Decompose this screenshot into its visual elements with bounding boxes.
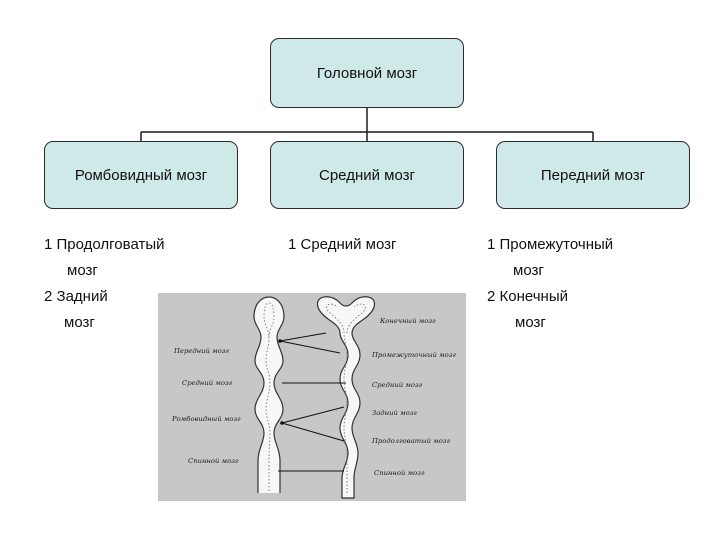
list-item-cont: мозг (67, 262, 98, 279)
list-item: 1 Средний мозг (288, 232, 397, 258)
root-label: Головной мозг (316, 64, 418, 82)
root-box-brain: Головной мозг (270, 38, 464, 108)
brain-vesicles-illustration: Передний мозг Средний мозг Ромбовидный м… (171, 296, 456, 499)
division-box-mesencephalon: Средний мозг (270, 141, 464, 209)
arrow-rhomb-to-myel (281, 422, 345, 442)
list-item: 2 Конечный мозг (487, 284, 613, 336)
arrow-rhomb-to-met (281, 406, 345, 424)
fig-label-right: Продолговатый мозг (371, 437, 451, 445)
fig-label-right: Промежуточный мозг (371, 351, 456, 359)
list-item-main: 2 Задний (44, 288, 108, 305)
division-box-prosencephalon: Передний мозг (496, 141, 690, 209)
arrow-fore-to-tel (279, 332, 327, 342)
fig-label-right: Задний мозг (372, 409, 417, 417)
list-item-main: 2 Конечный (487, 288, 568, 305)
division-label-mesencephalon: Средний мозг (319, 166, 415, 184)
three-vesicle-outline (253, 296, 285, 493)
fig-label-left: Спинной мозг (188, 457, 239, 465)
list-item-cont: мозг (513, 262, 544, 279)
fig-label-left: Передний мозг (173, 347, 229, 355)
rhombencephalon-parts-list: 1 Продолговатый мозг 2 Задний мозг (44, 232, 165, 336)
list-item-cont: мозг (515, 314, 546, 331)
arrow-dot-fore (278, 339, 282, 343)
list-item: 2 Задний мозг (44, 284, 165, 336)
fig-label-right: Спинной мозг (374, 469, 425, 477)
arrow-fore-to-dien (279, 340, 341, 354)
list-item: 1 Промежуточный мозг (487, 232, 613, 284)
division-label-rhombencephalon: Ромбовидный мозг (74, 166, 208, 184)
five-vesicle-outline (316, 296, 376, 499)
list-item: 1 Продолговатый мозг (44, 232, 165, 284)
fig-label-left: Средний мозг (182, 379, 233, 387)
brain-vesicles-figure: Передний мозг Средний мозг Ромбовидный м… (158, 293, 466, 501)
prosencephalon-parts-list: 1 Промежуточный мозг 2 Конечный мозг (487, 232, 613, 336)
list-item-main: 1 Средний мозг (288, 236, 397, 253)
division-label-prosencephalon: Передний мозг (540, 166, 646, 184)
division-box-rhombencephalon: Ромбовидный мозг (44, 141, 238, 209)
three-vesicle-canal (263, 302, 275, 491)
list-item-main: 1 Промежуточный (487, 236, 614, 253)
fig-label-right: Средний мозг (372, 381, 423, 389)
list-item-cont: мозг (64, 314, 95, 331)
fig-label-left: Ромбовидный мозг (171, 415, 241, 423)
five-vesicle-canal (326, 303, 366, 493)
fig-label-right: Конечный мозг (379, 317, 436, 325)
list-item-main: 1 Продолговатый (44, 236, 165, 253)
arrow-dot-rhomb (280, 421, 284, 425)
mesencephalon-parts-list: 1 Средний мозг (288, 232, 397, 258)
